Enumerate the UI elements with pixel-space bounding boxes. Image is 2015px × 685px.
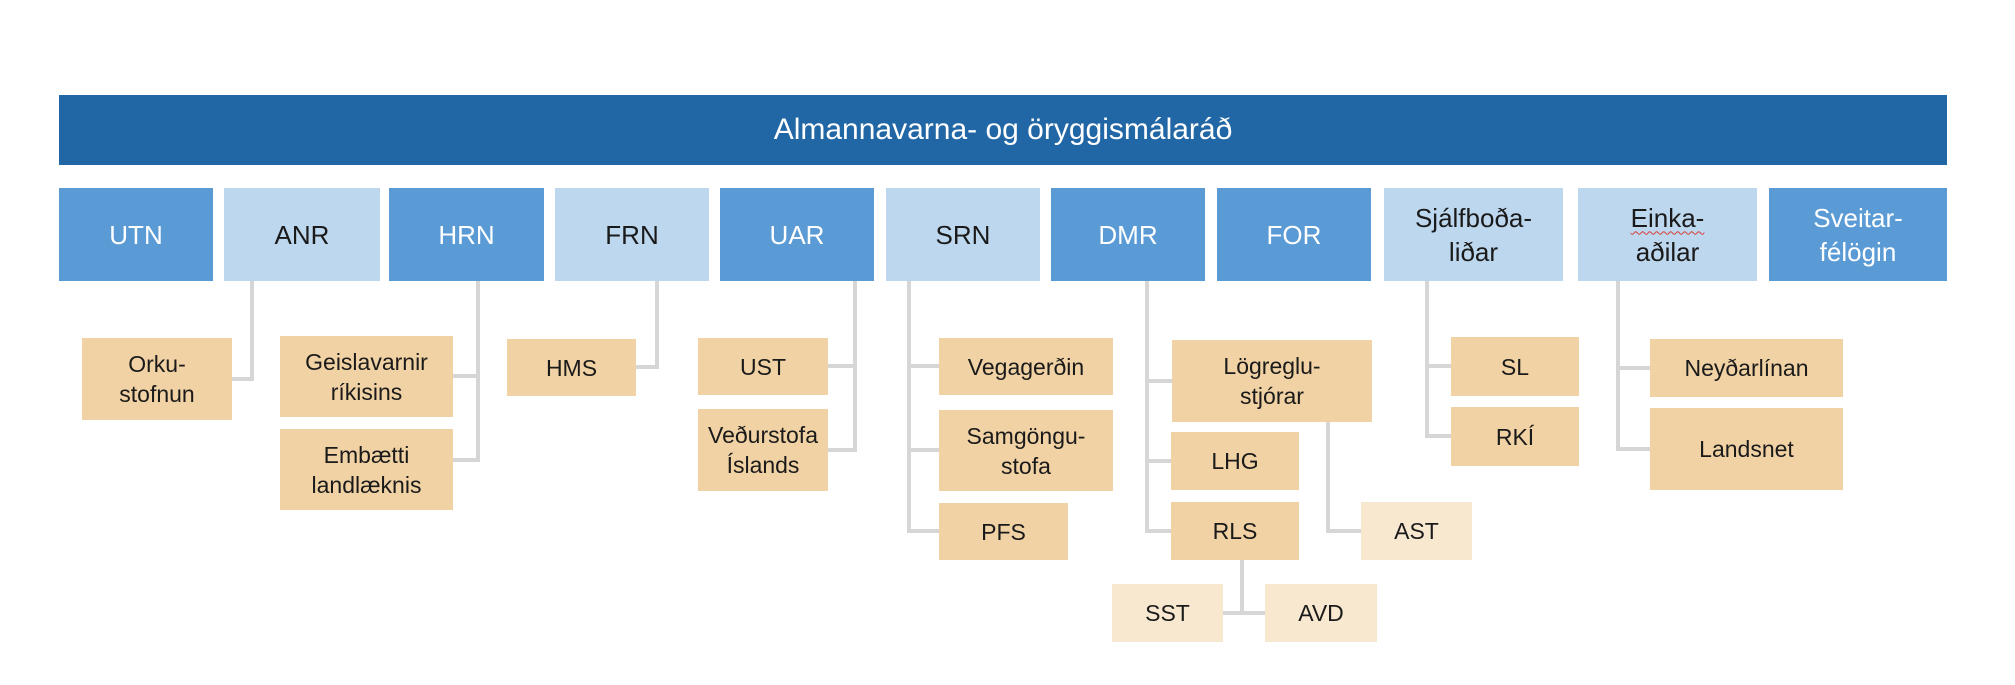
einkaadilar-label-line1: Einka- xyxy=(1630,202,1705,233)
connector-embaetti-branch xyxy=(453,458,480,462)
connector-orkustofnun-branch xyxy=(232,377,254,381)
connector-frn-drop xyxy=(655,281,659,367)
agency-logreglustjorar: Lögreglu- stjórar xyxy=(1172,340,1372,422)
connector-rki-branch xyxy=(1425,434,1452,438)
ministry-for: FOR xyxy=(1217,188,1371,281)
connector-vegagerdin-branch xyxy=(907,364,939,368)
connector-dmr-drop xyxy=(1145,281,1149,533)
agency-sst: SST xyxy=(1112,584,1223,642)
agency-rls: RLS xyxy=(1171,502,1299,560)
connector-ast-branch xyxy=(1326,529,1361,533)
agency-sl: SL xyxy=(1451,337,1579,396)
agency-rki: RKÍ xyxy=(1451,407,1579,466)
ministry-utn: UTN xyxy=(59,188,213,281)
group-einkaadilar: Einka- aðilar xyxy=(1578,188,1757,281)
connector-ust-branch xyxy=(828,364,857,368)
agency-ast: AST xyxy=(1361,502,1472,560)
group-sveitarfelogin: Sveitar- félögin xyxy=(1769,188,1947,281)
agency-orkustofnun: Orku- stofnun xyxy=(82,338,232,420)
connector-rls-branch xyxy=(1145,529,1171,533)
connector-sl-branch xyxy=(1425,364,1452,368)
agency-pfs: PFS xyxy=(939,503,1068,560)
agency-geislavarnir: Geislavarnir ríkisins xyxy=(280,336,453,417)
connector-landsnet-branch xyxy=(1616,447,1650,451)
connector-neydarlinan-branch xyxy=(1616,366,1650,370)
connector-anr-drop xyxy=(250,281,254,381)
connector-logreglustjorar-branch xyxy=(1145,379,1172,383)
agency-embaetti-landlaeknis: Embætti landlæknis xyxy=(280,429,453,510)
connector-hms-branch xyxy=(636,365,659,369)
agency-samgongustofa: Samgöngu- stofa xyxy=(939,410,1113,491)
connector-sst-avd-crossbar xyxy=(1221,611,1265,615)
ministry-srn: SRN xyxy=(886,188,1040,281)
connector-vedurstofa-branch xyxy=(828,448,857,452)
connector-srn-drop xyxy=(907,281,911,533)
group-sjalfbodalidar: Sjálfboða- liðar xyxy=(1384,188,1563,281)
einkaadilar-label-line2: aðilar xyxy=(1635,236,1700,267)
connector-lhg-branch xyxy=(1145,459,1171,463)
connector-sjalfbodalidar-drop xyxy=(1425,281,1429,436)
ministry-dmr: DMR xyxy=(1051,188,1205,281)
connector-rls-sst-avd-drop xyxy=(1240,560,1244,613)
connector-samgongustofa-branch xyxy=(907,448,939,452)
ministry-frn: FRN xyxy=(555,188,709,281)
council-banner: Almannavarna- og öryggismálaráð xyxy=(59,95,1947,165)
agency-avd: AVD xyxy=(1265,584,1377,642)
agency-neydarlinan: Neyðarlínan xyxy=(1650,339,1843,397)
connector-pfs-branch xyxy=(907,529,939,533)
agency-hms: HMS xyxy=(507,339,636,396)
ministry-uar: UAR xyxy=(720,188,874,281)
connector-hrn-drop xyxy=(476,281,480,462)
agency-lhg: LHG xyxy=(1171,432,1299,490)
connector-logreglustjorar-ast-drop xyxy=(1326,422,1330,533)
connector-geislavarnir-branch xyxy=(453,374,480,378)
agency-vegagerdin: Vegagerðin xyxy=(939,338,1113,395)
agency-vedurstofa: Veðurstofa Íslands xyxy=(698,409,828,491)
ministry-hrn: HRN xyxy=(389,188,544,281)
agency-ust: UST xyxy=(698,338,828,395)
ministry-anr: ANR xyxy=(224,188,380,281)
agency-landsnet: Landsnet xyxy=(1650,408,1843,490)
